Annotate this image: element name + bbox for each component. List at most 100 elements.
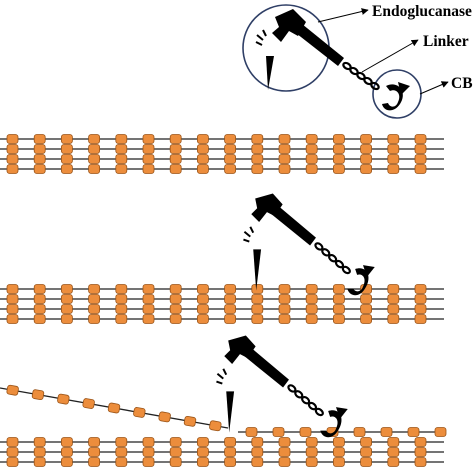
glucose-unit	[251, 284, 264, 294]
glucose-unit	[33, 284, 46, 294]
glucose-unit	[305, 447, 318, 457]
glucose-unit	[278, 294, 291, 304]
linker-chain-icon	[342, 61, 380, 91]
catalytic-domain-icon	[272, 9, 344, 66]
glucose-unit	[169, 144, 182, 154]
glucose-unit	[332, 304, 345, 314]
glucose-unit	[142, 294, 155, 304]
cleaved-chain-right	[238, 427, 447, 437]
glucose-unit	[169, 314, 182, 324]
glucose-unit	[88, 294, 100, 304]
glucose-unit	[251, 304, 264, 314]
scissors-blade-icon	[266, 56, 274, 90]
glucose-unit	[380, 427, 393, 437]
glucose-unit	[251, 134, 264, 144]
glucose-unit	[33, 294, 46, 304]
glucose-unit	[196, 164, 209, 174]
cellulose-chain-2	[0, 437, 444, 447]
endoglucanase-arrow	[317, 8, 369, 23]
glucose-unit	[251, 457, 264, 467]
glucose-unit	[142, 154, 155, 164]
glucose-unit	[6, 447, 19, 457]
glucose-unit	[115, 134, 128, 144]
glucose-unit	[142, 437, 155, 447]
glucose-unit	[6, 304, 19, 314]
cellulose-chain-1	[0, 134, 444, 144]
glucose-unit	[88, 284, 100, 294]
glucose-unit	[6, 294, 19, 304]
glucose-unit	[115, 294, 128, 304]
glucose-unit	[407, 427, 420, 437]
glucose-unit	[31, 389, 45, 401]
glucose-unit	[88, 447, 100, 457]
glucose-unit	[224, 457, 237, 467]
glucose-unit	[61, 314, 73, 324]
cellulose-panel-intact	[0, 134, 444, 174]
glucose-unit	[88, 164, 100, 174]
glucose-unit	[115, 144, 128, 154]
glucose-unit	[278, 164, 291, 174]
glucose-unit	[142, 284, 155, 294]
glucose-unit	[169, 457, 182, 467]
glucose-unit	[414, 437, 427, 447]
glucose-unit	[196, 457, 209, 467]
glucose-unit	[332, 437, 345, 447]
glucose-unit	[224, 154, 237, 164]
legend-zoom: Endoglucanase Linker CB	[242, 3, 473, 119]
glucose-unit	[196, 447, 209, 457]
cellulose-chain-4	[0, 457, 444, 467]
glucose-unit	[6, 134, 19, 144]
cleaved-chain-left	[0, 384, 229, 432]
glucose-unit	[6, 437, 19, 447]
glucose-unit	[278, 134, 291, 144]
glucose-unit	[6, 284, 19, 294]
cbm-arrow	[419, 81, 449, 95]
glucose-unit	[142, 314, 155, 324]
glucose-unit	[6, 154, 19, 164]
glucose-unit	[196, 284, 209, 294]
glucose-unit	[142, 447, 155, 457]
glucose-unit	[332, 154, 345, 164]
glucose-unit	[387, 314, 400, 324]
glucose-unit	[88, 437, 100, 447]
glucose-unit	[196, 437, 209, 447]
glucose-unit	[107, 402, 121, 414]
cellulose-chain-4	[0, 314, 444, 324]
glucose-unit	[61, 164, 73, 174]
glucose-unit	[61, 457, 73, 467]
glucose-unit	[278, 304, 291, 314]
glucose-unit	[278, 457, 291, 467]
glucose-unit	[196, 154, 209, 164]
glucose-unit	[224, 304, 237, 314]
glucose-unit	[224, 144, 237, 154]
glucose-unit	[332, 144, 345, 154]
glucose-unit	[360, 304, 373, 314]
glucose-unit	[251, 437, 264, 447]
cbm-hook-icon	[382, 82, 410, 111]
glucose-unit	[305, 164, 318, 174]
label-endoglucanase: Endoglucanase	[372, 3, 472, 20]
glucose-unit	[305, 154, 318, 164]
glucose-unit	[251, 447, 264, 457]
glucose-unit	[169, 154, 182, 164]
glucose-unit	[33, 447, 46, 457]
glucose-unit	[278, 447, 291, 457]
glucose-unit	[387, 457, 400, 467]
glucose-unit	[224, 164, 237, 174]
label-linker: Linker	[423, 33, 469, 50]
glucose-unit	[414, 294, 427, 304]
glucose-unit	[115, 154, 128, 164]
glucose-unit	[57, 393, 70, 405]
glucose-unit	[332, 457, 345, 467]
glucose-unit	[332, 294, 345, 304]
glucose-unit	[6, 164, 19, 174]
glucose-unit	[142, 304, 155, 314]
glucose-unit	[115, 304, 128, 314]
glucose-unit	[224, 447, 237, 457]
glucose-unit	[61, 437, 73, 447]
glucose-unit	[224, 437, 237, 447]
glucose-unit	[115, 437, 128, 447]
glucose-unit	[305, 314, 318, 324]
glucose-unit	[414, 134, 427, 144]
glucose-unit	[169, 437, 182, 447]
